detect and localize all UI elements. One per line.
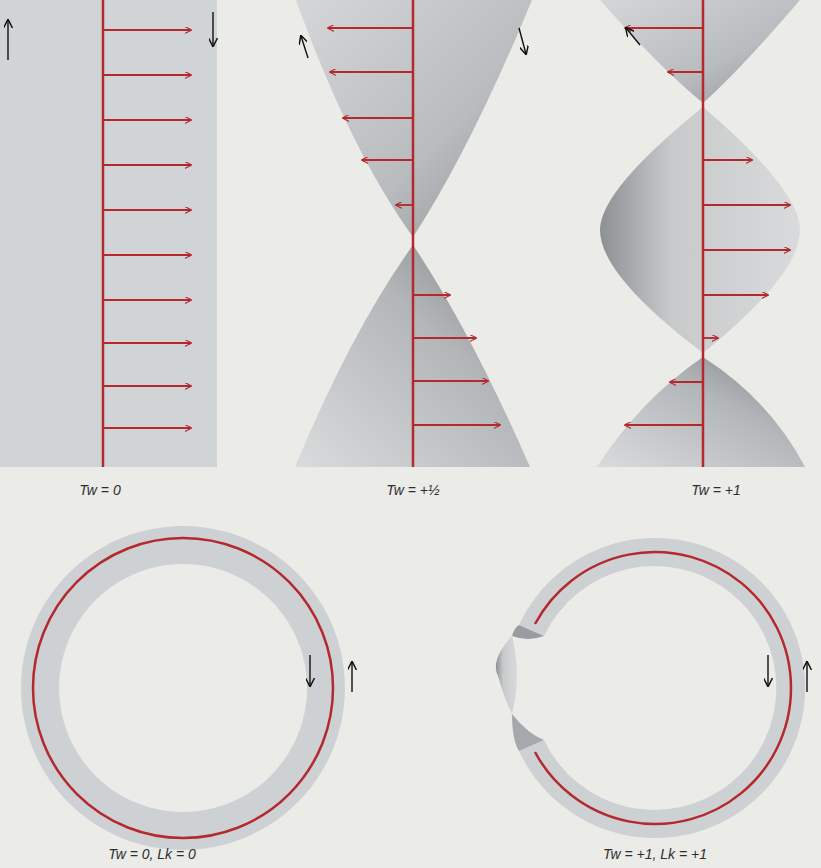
twist-label: Tw = 0, Lk = 0 <box>108 846 196 863</box>
twist-label: Tw = +½ <box>386 482 439 499</box>
twist-label: Tw = 0 <box>79 482 120 499</box>
twist-label: Tw = +1, Lk = +1 <box>603 846 707 863</box>
twist-label: Tw = +1 <box>691 482 741 499</box>
